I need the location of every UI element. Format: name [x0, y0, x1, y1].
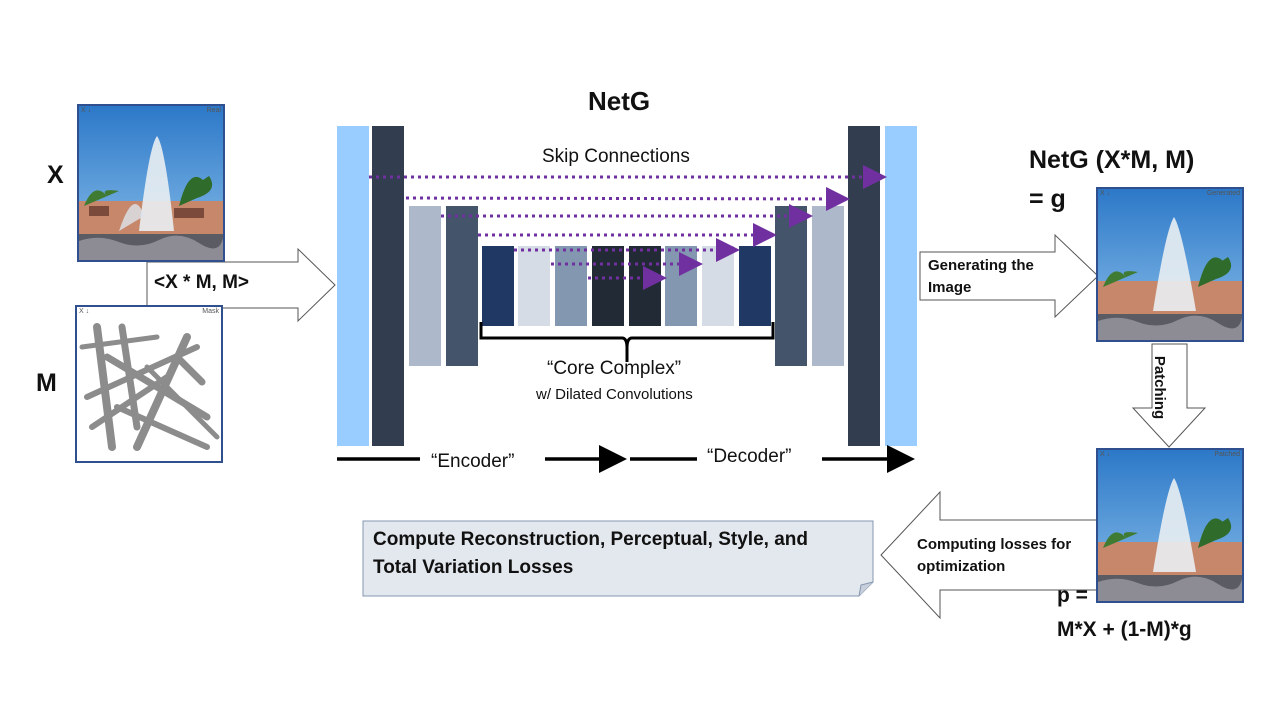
core-layer-1 [482, 246, 514, 326]
real-image-x: X ↓ Real [77, 104, 225, 262]
real-image-tag-left: X ↓ [81, 107, 92, 114]
losses-arrow [880, 490, 1098, 620]
core-layer-8 [739, 246, 771, 326]
generated-image-g: X ↓ Generated [1096, 187, 1244, 342]
skip-connections [369, 165, 887, 290]
generated-image-tag-right: Generated [1206, 190, 1240, 197]
p-formula-line2: M*X + (1-M)*g [1057, 618, 1192, 641]
m-label: M [36, 369, 57, 397]
patched-image-tag-right: Patched [1214, 451, 1240, 458]
loss-note-line1: Compute Reconstruction, Perceptual, Styl… [373, 529, 808, 550]
netg-output-line1: NetG (X*M, M) [1029, 146, 1195, 174]
losses-arrow-label-line1: Computing losses for [917, 536, 1072, 553]
encoder-layer-3 [409, 206, 441, 366]
skip-arrow-2 [405, 186, 850, 211]
patching-arrow [1131, 343, 1207, 448]
decoder-layer-2 [812, 206, 844, 366]
core-layer-7 [702, 246, 734, 326]
generating-label-line2: Image [928, 279, 972, 296]
losses-arrow-label-line2: optimization [917, 558, 1006, 575]
x-label: X [47, 161, 64, 189]
patched-image-tag-left: X ↓ [1100, 451, 1111, 458]
generating-arrow [919, 233, 1099, 319]
decoder-label: “Decoder” [707, 446, 792, 467]
generated-image-tag-left: X ↓ [1100, 190, 1111, 197]
generating-label-line1: Generating the [928, 257, 1034, 274]
core-layer-3 [555, 246, 587, 326]
core-complex-sublabel: w/ Dilated Convolutions [536, 386, 693, 403]
encoder-label: “Encoder” [431, 451, 515, 472]
core-layer-2 [518, 246, 550, 326]
encoder-layer-1 [337, 126, 369, 446]
mask-image-tag-left: X ↓ [79, 308, 90, 315]
patched-image-p: X ↓ Patched [1096, 448, 1244, 603]
patching-label: Patching [1151, 355, 1169, 420]
core-layer-4 [592, 246, 624, 326]
netg-output-line2: = g [1029, 185, 1066, 213]
p-formula-line1: p = [1057, 584, 1088, 607]
decoder-layer-1 [775, 206, 807, 366]
encoder-layer-2 [372, 126, 404, 446]
encoder-layer-4 [446, 206, 478, 366]
decoder-layer-4 [885, 126, 917, 446]
mask-image-m: X ↓ Mask [75, 305, 223, 463]
skip-connections-label: Skip Connections [542, 146, 690, 167]
core-complex-brace [479, 322, 775, 362]
loss-note-line2: Total Variation Losses [373, 557, 574, 578]
diagram-title: NetG [588, 86, 651, 116]
input-arrow-label: <X * M, M> [154, 272, 250, 293]
real-image-tag-right: Real [206, 107, 221, 114]
core-layer-5 [629, 246, 661, 326]
core-layer-6 [665, 246, 697, 326]
decoder-layer-3 [848, 126, 880, 446]
mask-image-tag-right: Mask [202, 308, 219, 315]
core-complex-label: “Core Complex” [547, 358, 682, 379]
